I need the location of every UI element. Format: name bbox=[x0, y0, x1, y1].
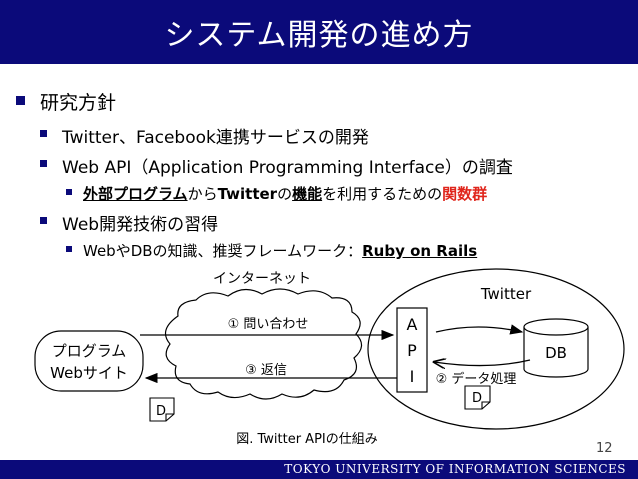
program-label: プログラム bbox=[52, 342, 127, 360]
document-icon-left bbox=[149, 397, 175, 422]
bullet-marker bbox=[40, 160, 47, 167]
internet-label: インターネット bbox=[213, 271, 311, 287]
api-box bbox=[396, 307, 428, 393]
program-website-box bbox=[34, 330, 144, 392]
bullet-marker bbox=[66, 246, 72, 252]
twitter-boundary bbox=[367, 268, 625, 430]
bullet-research-policy: 研究方針 bbox=[16, 88, 116, 115]
bullet-framework: WebやDBの知識、推奨フレームワーク：Ruby on Rails bbox=[66, 240, 477, 261]
bullet-marker bbox=[16, 96, 25, 105]
api-letter-a: A bbox=[407, 315, 418, 334]
step2-label: ② データ処理 bbox=[436, 371, 517, 387]
api-to-db-arrow bbox=[435, 324, 524, 335]
bullet-marker bbox=[40, 130, 47, 137]
bullet-webapi-survey: Web API（Application Programming Interfac… bbox=[40, 153, 513, 178]
step3-label: ③ 返信 bbox=[245, 363, 287, 378]
bullet-web-skills: Web開発技術の習得 bbox=[40, 210, 218, 235]
bullet-marker bbox=[66, 189, 72, 195]
footer-university: TOKYO UNIVERSITY OF INFORMATION SCIENCES bbox=[0, 460, 638, 479]
step1-label: ① 問い合わせ bbox=[228, 317, 309, 332]
twitter-label: Twitter bbox=[480, 285, 532, 303]
figure-caption: 図. Twitter APIの仕組み bbox=[236, 432, 378, 447]
slide-title: システム開発の進め方 bbox=[0, 0, 638, 64]
database-icon bbox=[523, 318, 589, 378]
document-icon-right bbox=[464, 385, 491, 410]
db-label: DB bbox=[545, 344, 567, 362]
page-number: 12 bbox=[596, 441, 613, 456]
bullet-api-description: 外部プログラムからTwitterの機能を利用するための関数群 bbox=[66, 183, 487, 204]
doc-left-label: D bbox=[156, 404, 166, 419]
internet-cloud bbox=[164, 288, 363, 400]
api-letter-i: I bbox=[410, 367, 415, 386]
website-label: Webサイト bbox=[50, 364, 128, 382]
db-to-api-arrow bbox=[434, 360, 531, 366]
doc-right-label: D bbox=[472, 391, 482, 406]
bullet-marker bbox=[40, 217, 47, 224]
bullet-service-dev: Twitter、Facebook連携サービスの開発 bbox=[40, 123, 369, 148]
api-letter-p: P bbox=[407, 341, 417, 360]
